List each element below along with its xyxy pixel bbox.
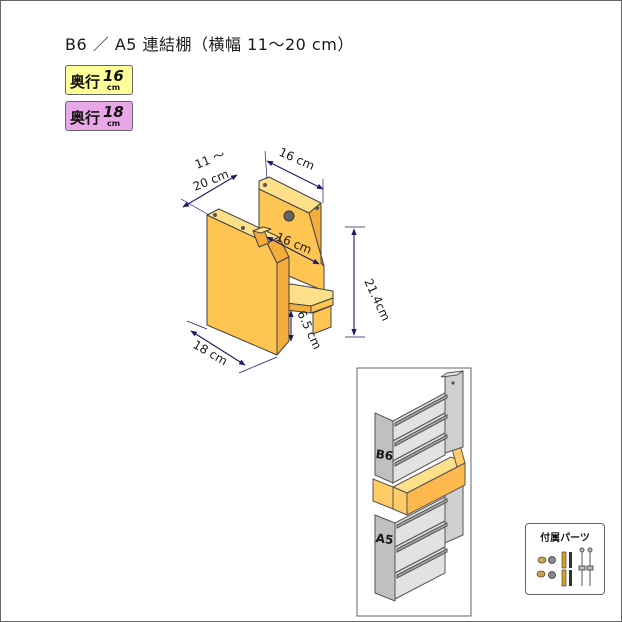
connector-highlight (372, 440, 467, 516)
lower-bookshelf (374, 478, 464, 602)
width-dimension-line (182, 174, 238, 208)
left-panel-side (276, 256, 290, 356)
upper-shelf-label: B6 (375, 447, 394, 463)
upper-bookshelf (374, 370, 464, 484)
page-title: B6 ／ A5 連結棚（横幅 11〜20 cm） (65, 35, 354, 54)
depth-badge-unit: cm (107, 83, 121, 92)
top-depth-dimension-line (266, 160, 324, 190)
parts-illustration (536, 547, 594, 587)
included-parts-panel: 付属パーツ (525, 523, 605, 595)
screw-holes (213, 183, 319, 230)
base-depth-label: 18 cm (191, 337, 230, 368)
depth-16cm-badge: 奥行 16 cm (65, 65, 133, 95)
depth-18cm-badge: 奥行 18 cm (65, 101, 133, 131)
right-leg (312, 305, 332, 335)
depth-badge-number: 18 (103, 103, 124, 121)
height-label: 21.4cm (361, 276, 393, 323)
assembly-preview: B6 A5 (356, 367, 472, 617)
included-parts-title: 付属パーツ (540, 533, 590, 544)
shelf-board-edge (310, 297, 334, 314)
depth-badge-unit: cm (107, 119, 121, 128)
depth-badge-label: 奥行 (70, 73, 101, 91)
dimension-lines (180, 150, 365, 374)
lower-shelf-label: A5 (375, 531, 394, 547)
back-panel-hole (283, 210, 295, 222)
connector-block-top (252, 226, 272, 234)
depth-badge-label: 奥行 (70, 109, 101, 127)
connector-bolt-icon (561, 551, 572, 587)
inner-depth-dimension-line (266, 236, 320, 265)
screw-icon (578, 547, 594, 586)
cam-nut-icon (548, 556, 556, 579)
shelf-unit-illustration (206, 176, 334, 356)
depth-badge-number: 16 (103, 67, 124, 85)
base-depth-dimension-line (190, 330, 246, 366)
dowel-icon (536, 556, 547, 578)
